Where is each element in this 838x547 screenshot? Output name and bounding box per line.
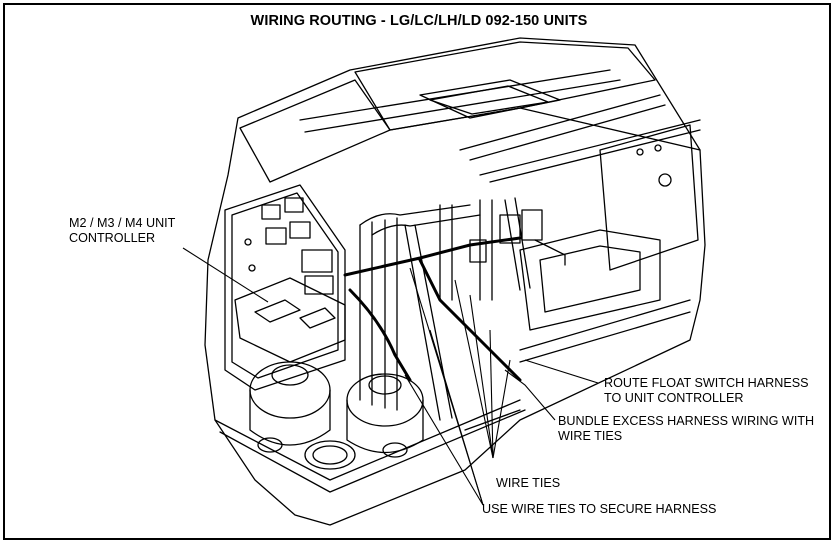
leader-wire-ties-1: [454, 279, 494, 459]
callout-bundle-harness: BUNDLE EXCESS HARNESS WIRING WITH WIRE T…: [558, 414, 814, 444]
diagram-border: [3, 3, 831, 540]
callout-bundle-harness-line1: BUNDLE EXCESS HARNESS WIRING WITH: [558, 414, 815, 428]
callout-float-switch-line2: TO UNIT CONTROLLER: [604, 391, 744, 405]
wire-harness: [343, 236, 522, 277]
compressor-left: [249, 361, 331, 419]
unit-controller-board: [234, 277, 346, 363]
diagram-title: WIRING ROUTING - LG/LC/LH/LD 092-150 UNI…: [250, 13, 588, 29]
leader-unit-controller: [182, 247, 269, 303]
control-panel: [224, 184, 346, 391]
leader-bundle: [504, 369, 556, 421]
callout-secure-harness: USE WIRE TIES TO SECURE HARNESS: [482, 502, 717, 516]
callout-bundle-harness-line2: WIRE TIES: [558, 429, 623, 443]
callout-float-switch: ROUTE FLOAT SWITCH HARNESS TO UNIT CONTR…: [604, 376, 809, 406]
callout-wire-ties: WIRE TIES: [496, 476, 561, 490]
callout-unit-controller-line1: M2 / M3 / M4 UNIT: [69, 216, 176, 230]
callout-unit-controller-line2: CONTROLLER: [69, 231, 156, 245]
callout-unit-controller: M2 / M3 / M4 UNIT CONTROLLER: [69, 216, 175, 246]
callout-float-switch-line1: ROUTE FLOAT SWITCH HARNESS: [604, 376, 809, 390]
leader-float-switch: [524, 359, 599, 384]
